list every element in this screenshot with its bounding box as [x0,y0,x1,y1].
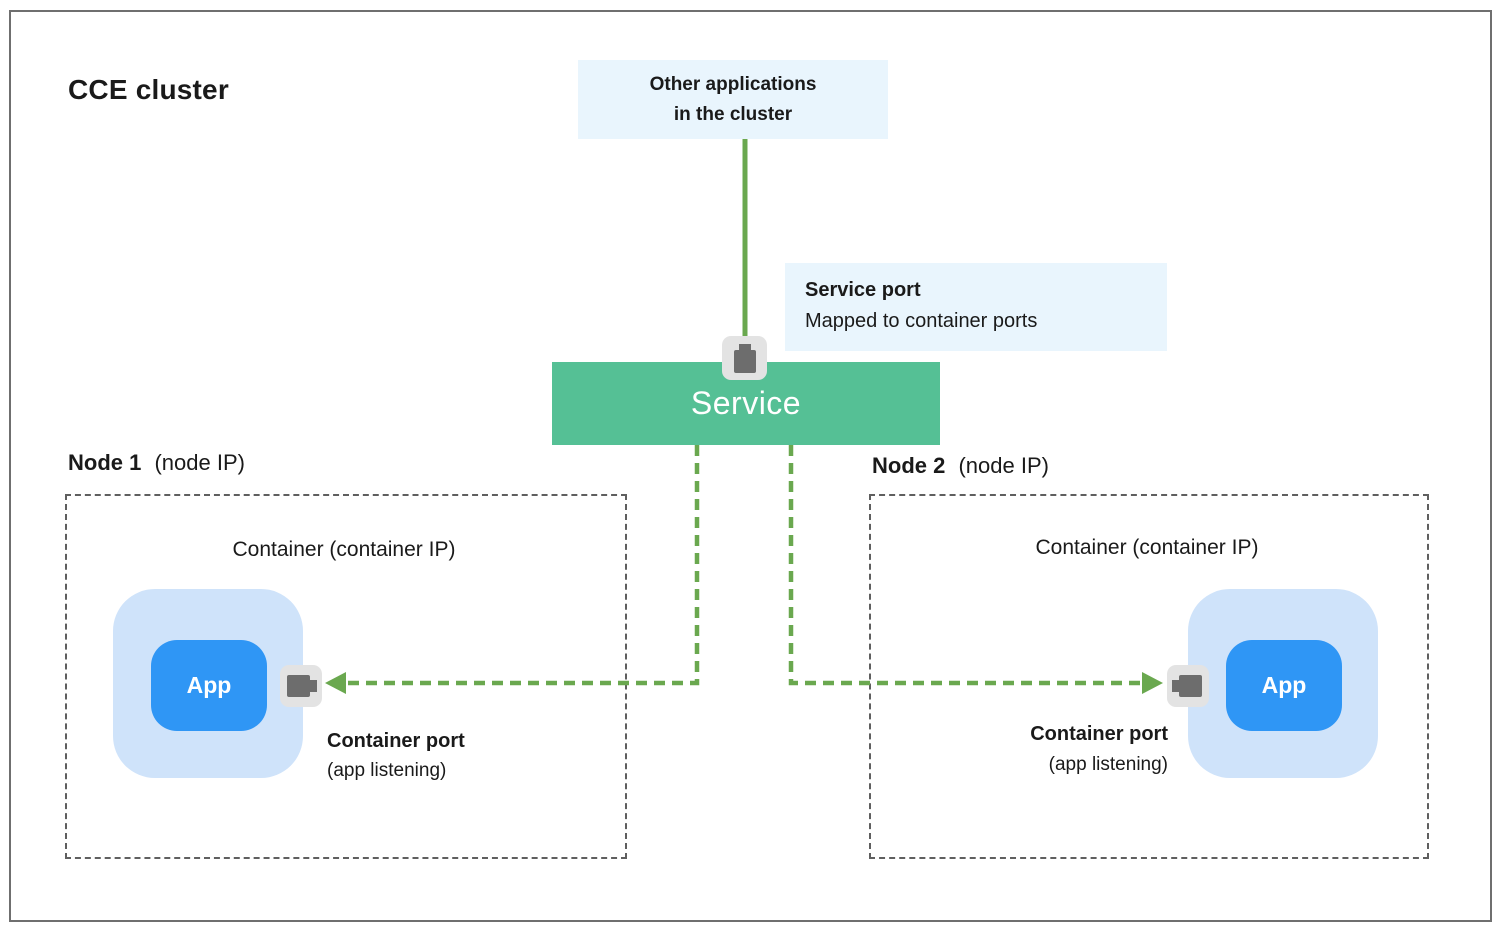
page-title: CCE cluster [68,74,229,105]
node2-ip: (node IP) [958,453,1049,478]
node2-port-subtitle: (app listening) [1048,754,1168,775]
plug-tab-icon [1172,680,1179,692]
service-port-note-subtitle: Mapped to container ports [805,310,1038,332]
service-box: Service [552,362,940,445]
plug-tab-icon [739,344,751,351]
node1-port-subtitle: (app listening) [327,760,447,781]
plug-tab-icon [310,680,317,692]
node1-label: Node 1 (node IP) [68,450,245,476]
node1-app-box: App [151,640,267,731]
other-applications-line1: Other applications [649,73,817,95]
node2-label: Node 2 (node IP) [872,453,1049,479]
node2-container-label: Container (container IP) [1035,536,1259,559]
node1-container-port-icon [280,665,322,707]
service-port-note-title: Service port [805,279,921,301]
plug-body-icon [287,675,310,697]
service-label: Service [690,385,802,421]
node2-app-label: App [1261,672,1307,698]
node1-container-label: Container (container IP) [232,538,456,561]
service-port-icon [722,336,767,380]
node2-port-title: Container port [1030,723,1168,745]
node1-name: Node 1 [68,450,142,475]
diagram-frame [9,10,1492,922]
plug-body-icon [734,350,756,373]
other-applications-box: Other applications in the cluster [578,60,888,139]
node1-ip: (node IP) [154,450,245,475]
node1-port-title: Container port [327,730,465,752]
service-port-note: Service port Mapped to container ports [785,263,1167,351]
plug-body-icon [1179,675,1202,697]
node2-container-port-icon [1167,665,1209,707]
node2-app-box: App [1226,640,1342,731]
node2-name: Node 2 [872,453,946,478]
node1-app-label: App [186,672,232,698]
other-applications-line2: in the cluster [673,103,793,125]
